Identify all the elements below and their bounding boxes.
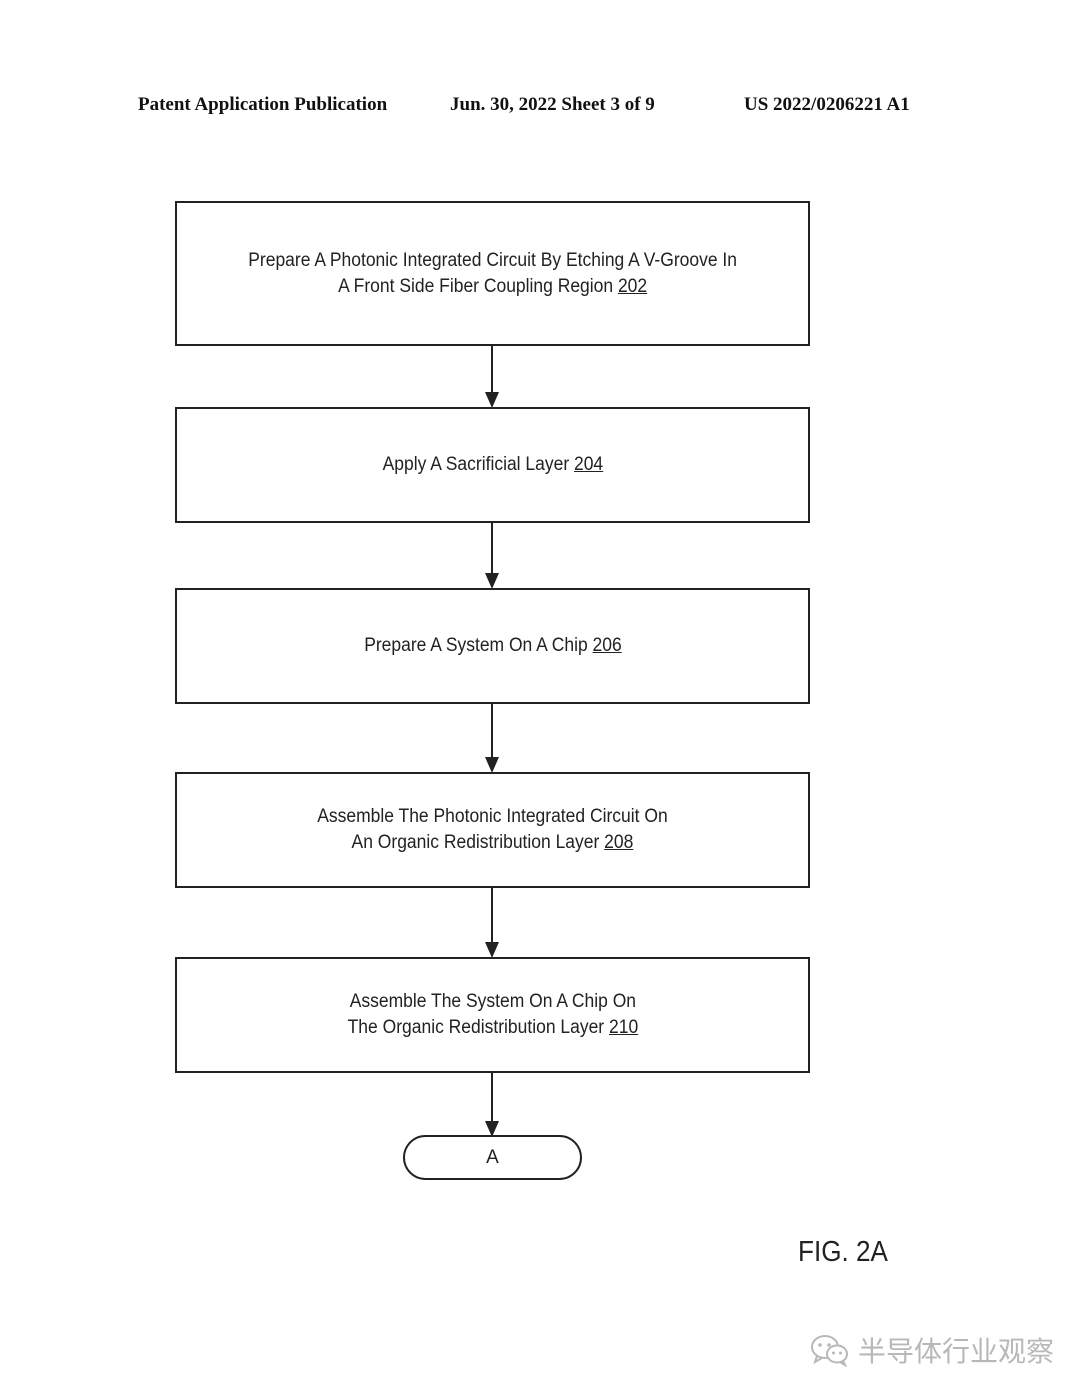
flow-step-line: Assemble The Photonic Integrated Circuit… [317,806,668,827]
flow-step-206: Prepare A System On A Chip 206 [175,588,810,704]
flow-step-line: Apply A Sacrificial Layer 204 [382,452,603,478]
flow-arrow [485,346,499,408]
patent-header: Patent Application Publication Jun. 30, … [0,94,1080,120]
reference-numeral: 202 [617,275,648,297]
flow-arrow [485,888,499,958]
flow-step-202: Prepare A Photonic Integrated Circuit By… [175,201,810,346]
flow-arrow [485,1073,499,1137]
publication-date-sheet: Jun. 30, 2022 Sheet 3 of 9 [450,94,655,115]
flow-step-204: Apply A Sacrificial Layer 204 [175,407,810,523]
figure-label: FIG. 2A [798,1236,888,1268]
flow-step-text: Prepare A System On A Chip 206 [364,633,622,659]
flow-step-210: Assemble The System On A Chip On The Org… [175,957,810,1073]
flow-step-208: Assemble The Photonic Integrated Circuit… [175,772,810,888]
flow-step-line: Assemble The System On A Chip On [349,991,636,1012]
flow-step-line: The Organic Redistribution Layer 210 [347,1015,638,1041]
flow-step-line-text: An Organic Redistribution Layer [351,832,600,853]
flow-step-text: Assemble The System On A Chip On The Org… [347,989,638,1041]
flow-step-line: A Front Side Fiber Coupling Region 202 [248,274,737,300]
flow-step-text: Apply A Sacrificial Layer 204 [382,452,603,478]
flow-step-line-text: A Front Side Fiber Coupling Region [337,275,613,297]
flow-arrow [485,704,499,773]
watermark: 半导体行业观察 [810,1330,1054,1370]
reference-numeral: 206 [592,635,622,656]
flow-step-line: Prepare A System On A Chip 206 [364,633,622,659]
watermark-text: 半导体行业观察 [858,1335,1055,1368]
flow-step-line-text: Apply A Sacrificial Layer [382,454,569,475]
reference-numeral: 208 [604,832,634,853]
publication-number: US 2022/0206221 A1 [744,94,910,115]
flow-step-text: Assemble The Photonic Integrated Circuit… [317,804,667,856]
flow-step-line: An Organic Redistribution Layer 208 [317,830,667,856]
wechat-icon [811,1335,848,1367]
flow-step-line: Prepare A Photonic Integrated Circuit By… [248,249,737,271]
off-page-connector: A [403,1135,582,1180]
reference-numeral: 210 [608,1017,638,1038]
publication-type: Patent Application Publication [138,94,388,115]
flow-step-line-text: Prepare A System On A Chip [363,635,588,656]
flow-step-line-text: The Organic Redistribution Layer [347,1017,604,1038]
flow-step-text: Prepare A Photonic Integrated Circuit By… [248,248,737,300]
reference-numeral: 204 [573,454,603,475]
flow-arrow [485,523,499,589]
